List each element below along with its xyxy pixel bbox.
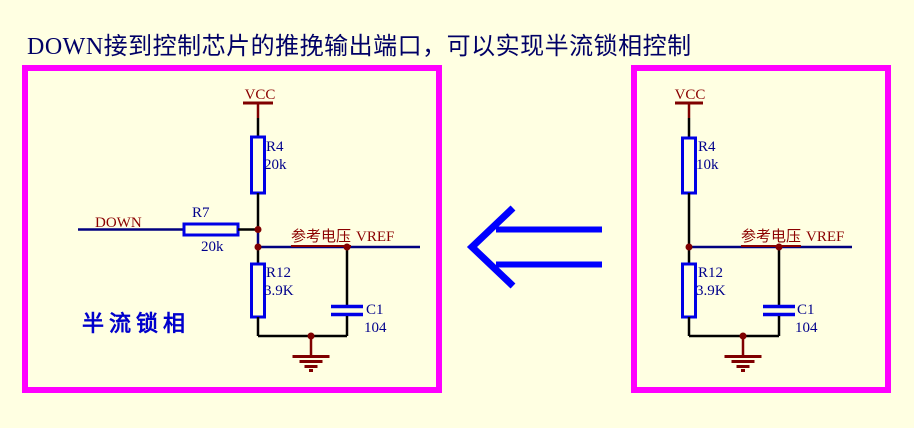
junction-dot: [685, 243, 693, 251]
resistor-r12-value: 3.9K: [696, 283, 726, 299]
resistor-r4-value: 10k: [696, 157, 719, 173]
vcc-label: VCC: [674, 87, 706, 103]
resistor-r7-body: [182, 222, 240, 237]
right-circuit-panel: [631, 65, 891, 393]
vref-label-cn: 参考电压: [741, 229, 802, 247]
junction-dot: [254, 243, 262, 251]
junction-dot: [343, 243, 351, 251]
capacitor-c1-value: 104: [795, 320, 818, 336]
capacitor-c1-value: 104: [364, 320, 387, 336]
junction-dot: [254, 226, 262, 233]
vref-label-en: VREF: [806, 229, 845, 245]
capacitor-c1-name: C1: [797, 302, 815, 318]
left-circuit-drawing: [78, 101, 420, 372]
page-title: DOWN接到控制芯片的推挽输出端口，可以实现半流锁相控制: [27, 34, 692, 60]
resistor-r12-value: 3.9K: [264, 283, 294, 299]
resistor-r7-value: 20k: [201, 239, 224, 255]
resistor-r7-name: R7: [192, 205, 210, 221]
half-current-phase-lock-caption: 半流锁相: [82, 311, 191, 336]
right-circuit-drawing: [675, 101, 852, 372]
resistor-r12-name: R12: [266, 265, 292, 281]
resistor-r12-body: [681, 262, 697, 319]
left-arrow-icon: [466, 205, 602, 289]
down-net-label: DOWN: [95, 215, 142, 231]
resistor-r4-value: 20k: [264, 157, 287, 173]
vref-label-en: VREF: [356, 229, 395, 245]
resistor-r12-name: R12: [698, 265, 724, 281]
resistor-r4-body: [681, 136, 697, 195]
capacitor-c1-name: C1: [366, 302, 384, 318]
ground-symbol-icon: [724, 336, 762, 372]
resistor-r4-name: R4: [698, 139, 716, 155]
junction-dot: [775, 243, 783, 251]
left-circuit-panel: [22, 65, 442, 393]
ground-symbol-icon: [292, 336, 330, 372]
resistor-r4-name: R4: [266, 139, 284, 155]
vref-label-cn: 参考电压: [291, 229, 352, 247]
resistor-r12-body: [250, 262, 266, 319]
resistor-r4-body: [250, 135, 266, 195]
vcc-label: VCC: [244, 87, 276, 103]
